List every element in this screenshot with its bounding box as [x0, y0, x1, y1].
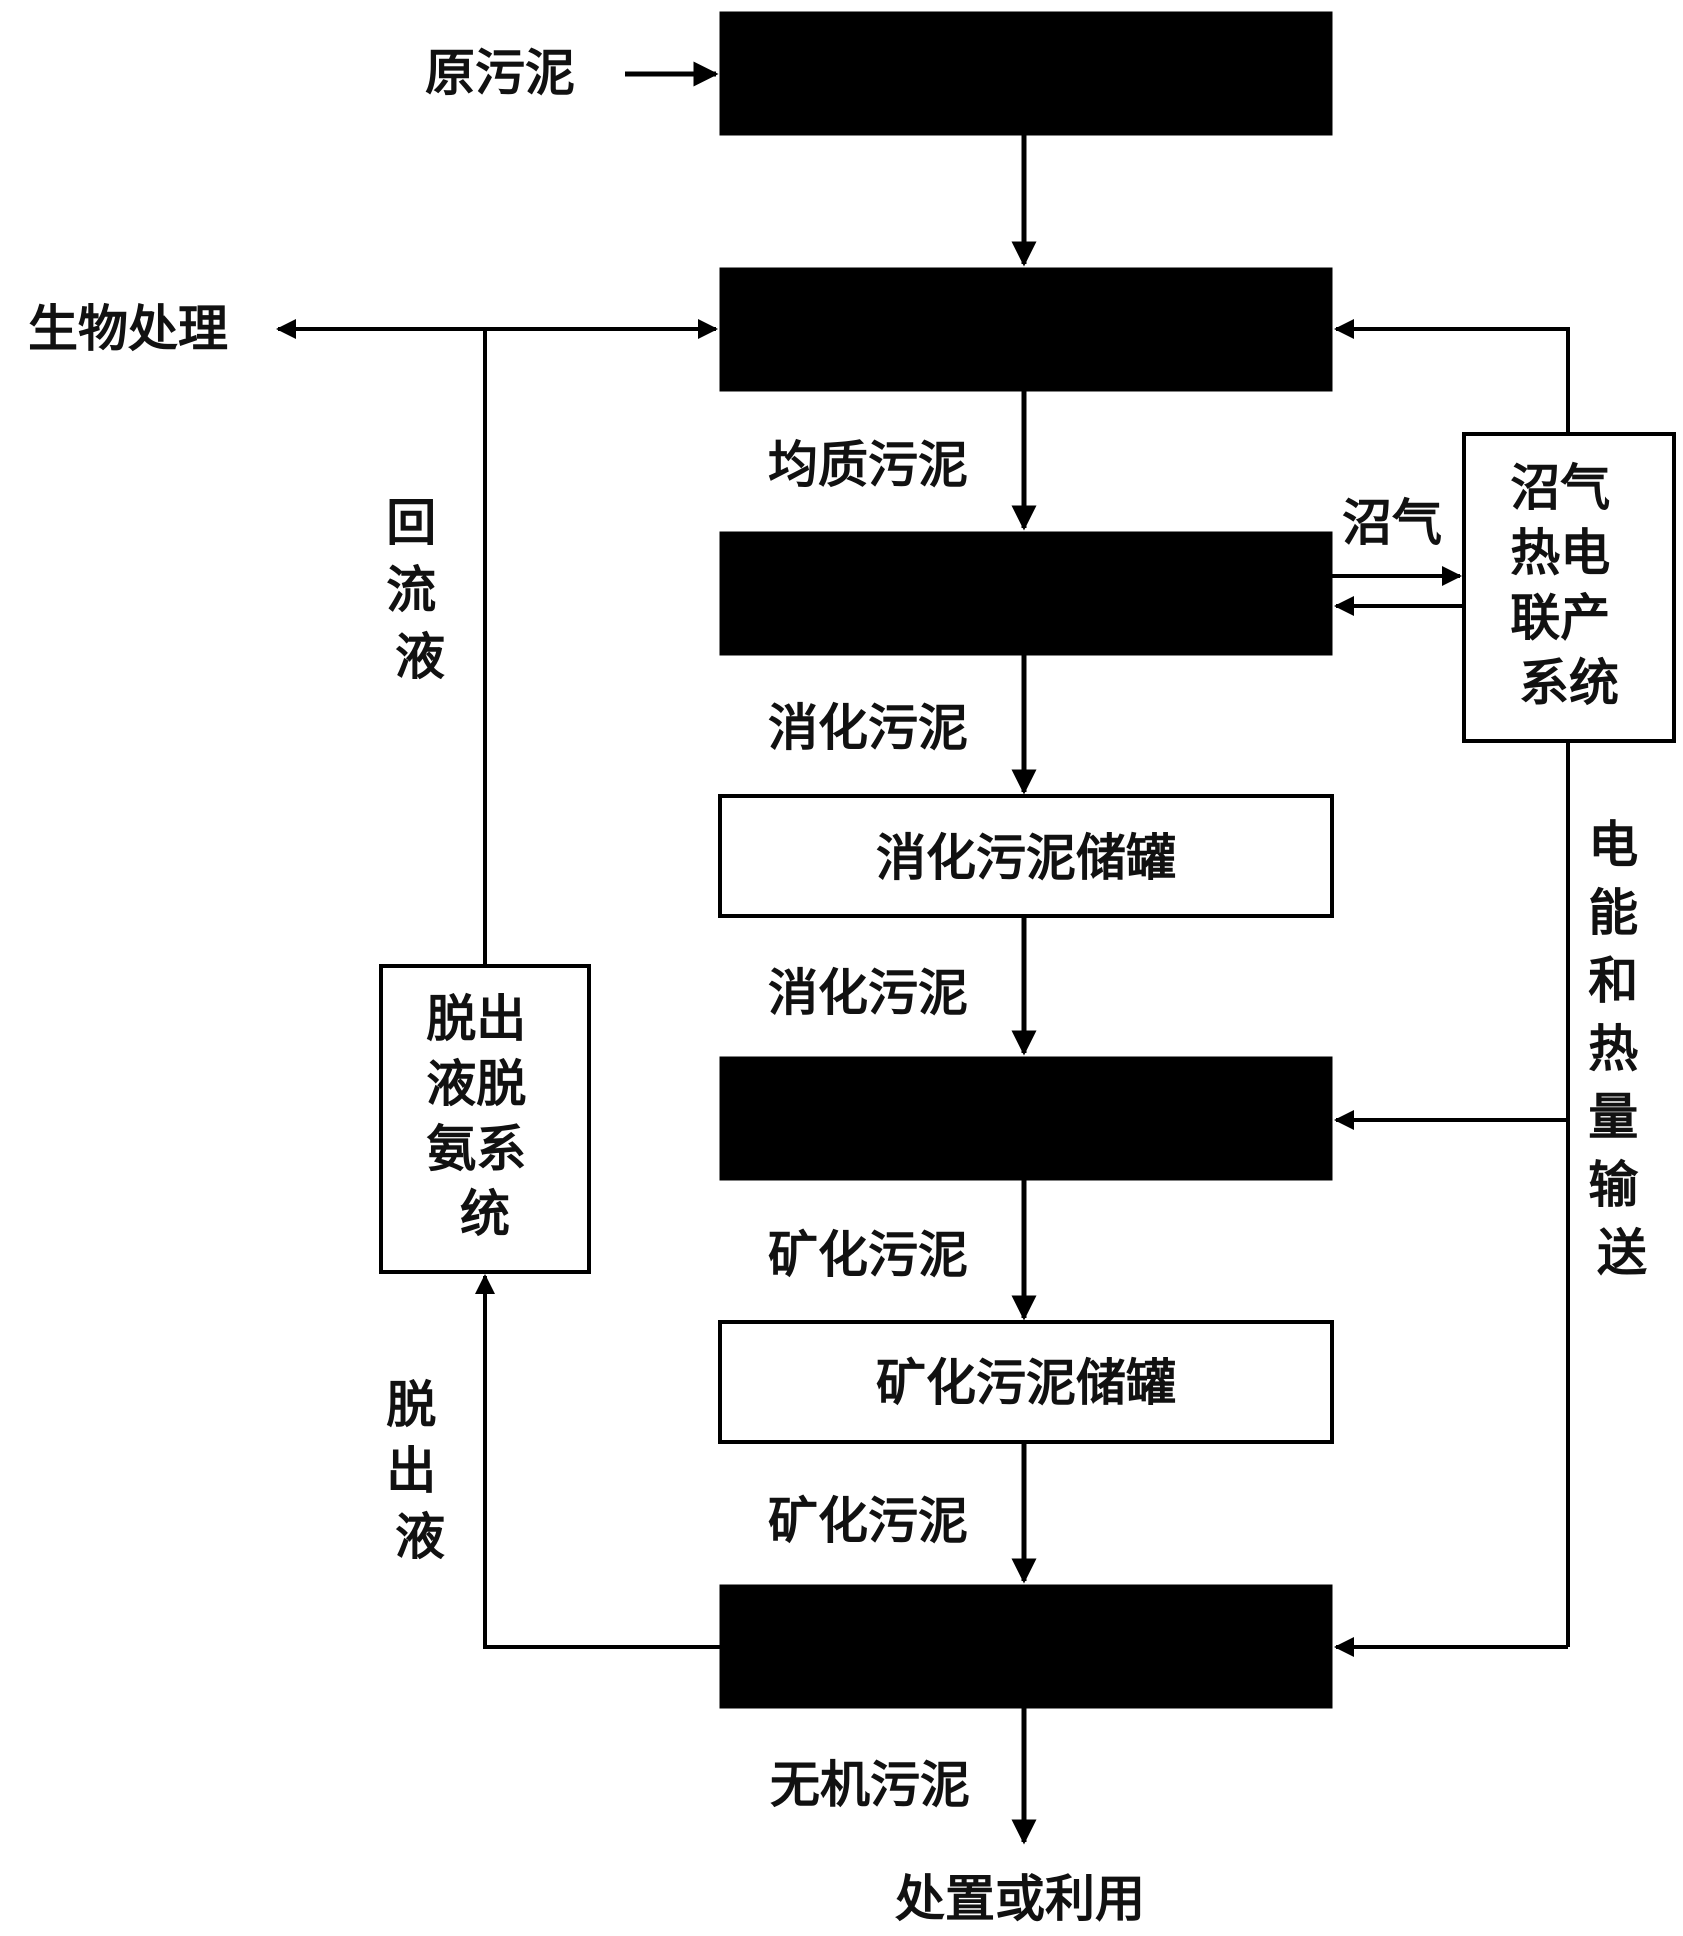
ammonia-system-label: 脱出 液脱 氨系 统 — [426, 990, 543, 1243]
chp-system-line: 联产 — [1510, 589, 1610, 647]
arrow-chp-top — [1334, 319, 1570, 434]
ammonia-system-line: 氨系 — [426, 1120, 526, 1178]
chp-system-line: 沼气 — [1510, 459, 1610, 517]
return-liquid-label: 回 流 液 — [386, 494, 453, 686]
mineralized-sludge-label-2: 矿化污泥 — [768, 1492, 968, 1550]
chp-system-line: 热电 — [1510, 524, 1610, 582]
process-box-4 — [719, 1056, 1333, 1181]
mineralized-sludge-label-1: 矿化污泥 — [768, 1226, 968, 1284]
biogas-label: 沼气 — [1342, 494, 1442, 552]
return-liquid-char: 流 — [386, 561, 436, 619]
biological-treatment-label: 生物处理 — [28, 300, 228, 358]
process-box-2 — [719, 267, 1333, 392]
disposal-label: 处置或利用 — [895, 1870, 1145, 1928]
effluent-char: 出 — [386, 1442, 436, 1500]
inorganic-sludge-label: 无机污泥 — [770, 1756, 970, 1814]
mineralized-tank-box — [718, 1320, 1334, 1444]
power-heat-char: 送 — [1597, 1224, 1647, 1282]
power-heat-char: 能 — [1588, 884, 1638, 942]
power-heat-char: 输 — [1588, 1156, 1639, 1214]
homogenized-sludge-label: 均质污泥 — [768, 436, 968, 494]
ammonia-system-line: 液脱 — [426, 1055, 526, 1113]
process-box-3 — [719, 531, 1333, 656]
ammonia-system-box — [379, 964, 591, 1274]
return-liquid-char: 回 — [386, 494, 436, 552]
power-heat-label: 电 能 和 热 量 输 送 — [1588, 816, 1655, 1282]
digested-sludge-label-2: 消化污泥 — [768, 964, 968, 1022]
effluent-char: 脱 — [386, 1376, 436, 1434]
power-heat-char: 和 — [1588, 952, 1638, 1010]
process-box-1 — [719, 11, 1333, 136]
mineralized-tank-label: 矿化污泥储罐 — [876, 1354, 1176, 1412]
ammonia-system-line: 统 — [460, 1185, 510, 1243]
raw-sludge-label: 原污泥 — [425, 44, 575, 102]
return-liquid-char: 液 — [395, 628, 445, 686]
digested-tank-label: 消化污泥储罐 — [876, 829, 1176, 887]
process-box-5 — [719, 1584, 1333, 1709]
arrow-effluent — [475, 1274, 720, 1649]
digested-tank-box — [718, 794, 1334, 918]
ammonia-system-line: 脱出 — [426, 990, 526, 1048]
effluent-label: 脱 出 液 — [386, 1376, 453, 1566]
power-heat-char: 量 — [1588, 1088, 1638, 1146]
digested-sludge-label-1: 消化污泥 — [768, 699, 968, 757]
effluent-char: 液 — [395, 1508, 445, 1566]
chp-system-label: 沼气 热电 联产 系统 — [1510, 459, 1627, 712]
chp-system-line: 系统 — [1519, 654, 1619, 712]
power-heat-char: 热 — [1588, 1020, 1638, 1078]
power-heat-char: 电 — [1588, 816, 1638, 874]
